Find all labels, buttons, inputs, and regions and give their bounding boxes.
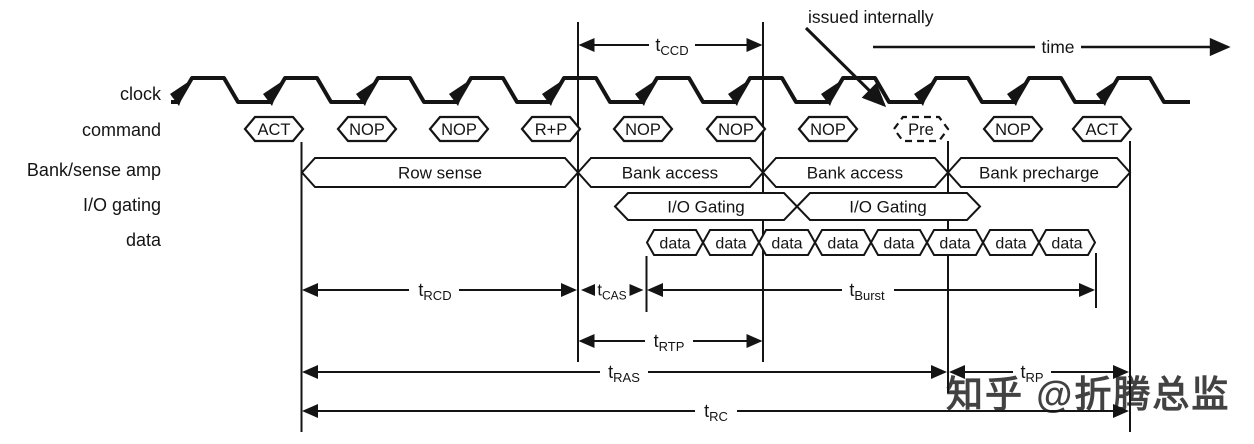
- command-row: ACT NOP NOP R+P NOP NOP NOP Pre NOP ACT: [243, 115, 1133, 143]
- io-gating-label: I/O Gating: [667, 198, 744, 217]
- data-burst-label: data: [659, 236, 690, 253]
- row-label-bank: Bank/sense amp: [27, 160, 161, 180]
- command-label-pre: Pre: [908, 121, 934, 139]
- command-label: ACT: [1086, 121, 1119, 139]
- bank-state-row: Row sense Bank access Bank access Bank p…: [300, 157, 1132, 188]
- issued-internally-pointer-arrow: [804, 26, 887, 108]
- bank-state-label: Bank access: [807, 164, 903, 183]
- reference-lines: [300, 22, 1131, 432]
- data-burst-label: data: [827, 236, 858, 253]
- tcas-label: tCAS: [597, 282, 626, 303]
- tcas-arrow-right: [629, 284, 644, 296]
- watermark: 知乎 @折腾总监: [946, 374, 1230, 415]
- tburst-label: tBurst: [849, 280, 885, 303]
- row-label-clock: clock: [120, 84, 162, 104]
- bank-state-label: Row sense: [398, 164, 482, 183]
- command-label: NOP: [810, 121, 846, 139]
- trp-label-mask: [1013, 361, 1051, 382]
- command-label: ACT: [258, 121, 291, 139]
- tccd-label: tCCD: [655, 35, 688, 58]
- time-label: time: [1041, 37, 1074, 57]
- time-label-mask: [1035, 37, 1081, 57]
- issued-internally-note: issued internally: [808, 7, 934, 27]
- row-label-io-gating: I/O gating: [83, 195, 161, 215]
- command-label: NOP: [625, 121, 661, 139]
- tburst-label-mask: [842, 279, 894, 300]
- io-gating-row: I/O Gating I/O Gating: [613, 192, 982, 221]
- data-burst-label: data: [995, 236, 1026, 253]
- data-burst-label: data: [715, 236, 746, 253]
- trp-label: tRP: [1020, 362, 1043, 385]
- trcd-label-mask: [409, 279, 459, 300]
- command-label: NOP: [995, 121, 1031, 139]
- trcd-label: tRCD: [418, 280, 451, 303]
- command-label: NOP: [349, 121, 385, 139]
- row-label-command: command: [82, 120, 161, 140]
- trc-label-mask: [695, 400, 737, 421]
- command-label: NOP: [718, 121, 754, 139]
- clock-waveform: [171, 76, 1190, 104]
- tccd-label-mask: [649, 34, 695, 55]
- data-burst-label: data: [939, 236, 970, 253]
- command-label: NOP: [441, 121, 477, 139]
- io-gating-label: I/O Gating: [849, 198, 926, 217]
- data-burst-label: data: [1051, 236, 1082, 253]
- data-burst-label: data: [771, 236, 802, 253]
- tcas-arrow-left: [581, 284, 595, 296]
- trtp-label: tRTP: [654, 331, 685, 354]
- tras-label: tRAS: [608, 362, 640, 385]
- tras-label-mask: [600, 361, 648, 382]
- data-burst-row: data data data data data data data data: [646, 229, 1096, 256]
- bank-state-label: Bank precharge: [979, 164, 1099, 183]
- timing-dimensions: tRCD tCAS tBurst tRTP tRAS tRP tRC: [302, 279, 1129, 424]
- bank-state-label: Bank access: [622, 164, 718, 183]
- trc-label: tRC: [704, 401, 728, 424]
- io-gating-bubble: [795, 192, 982, 221]
- data-burst-label: data: [883, 236, 914, 253]
- command-label: R+P: [535, 121, 568, 139]
- command-hexagon-dashed-pre: [892, 115, 950, 143]
- trtp-label-mask: [645, 330, 693, 351]
- row-label-data: data: [126, 230, 162, 250]
- bank-state-bubble: [946, 157, 1132, 188]
